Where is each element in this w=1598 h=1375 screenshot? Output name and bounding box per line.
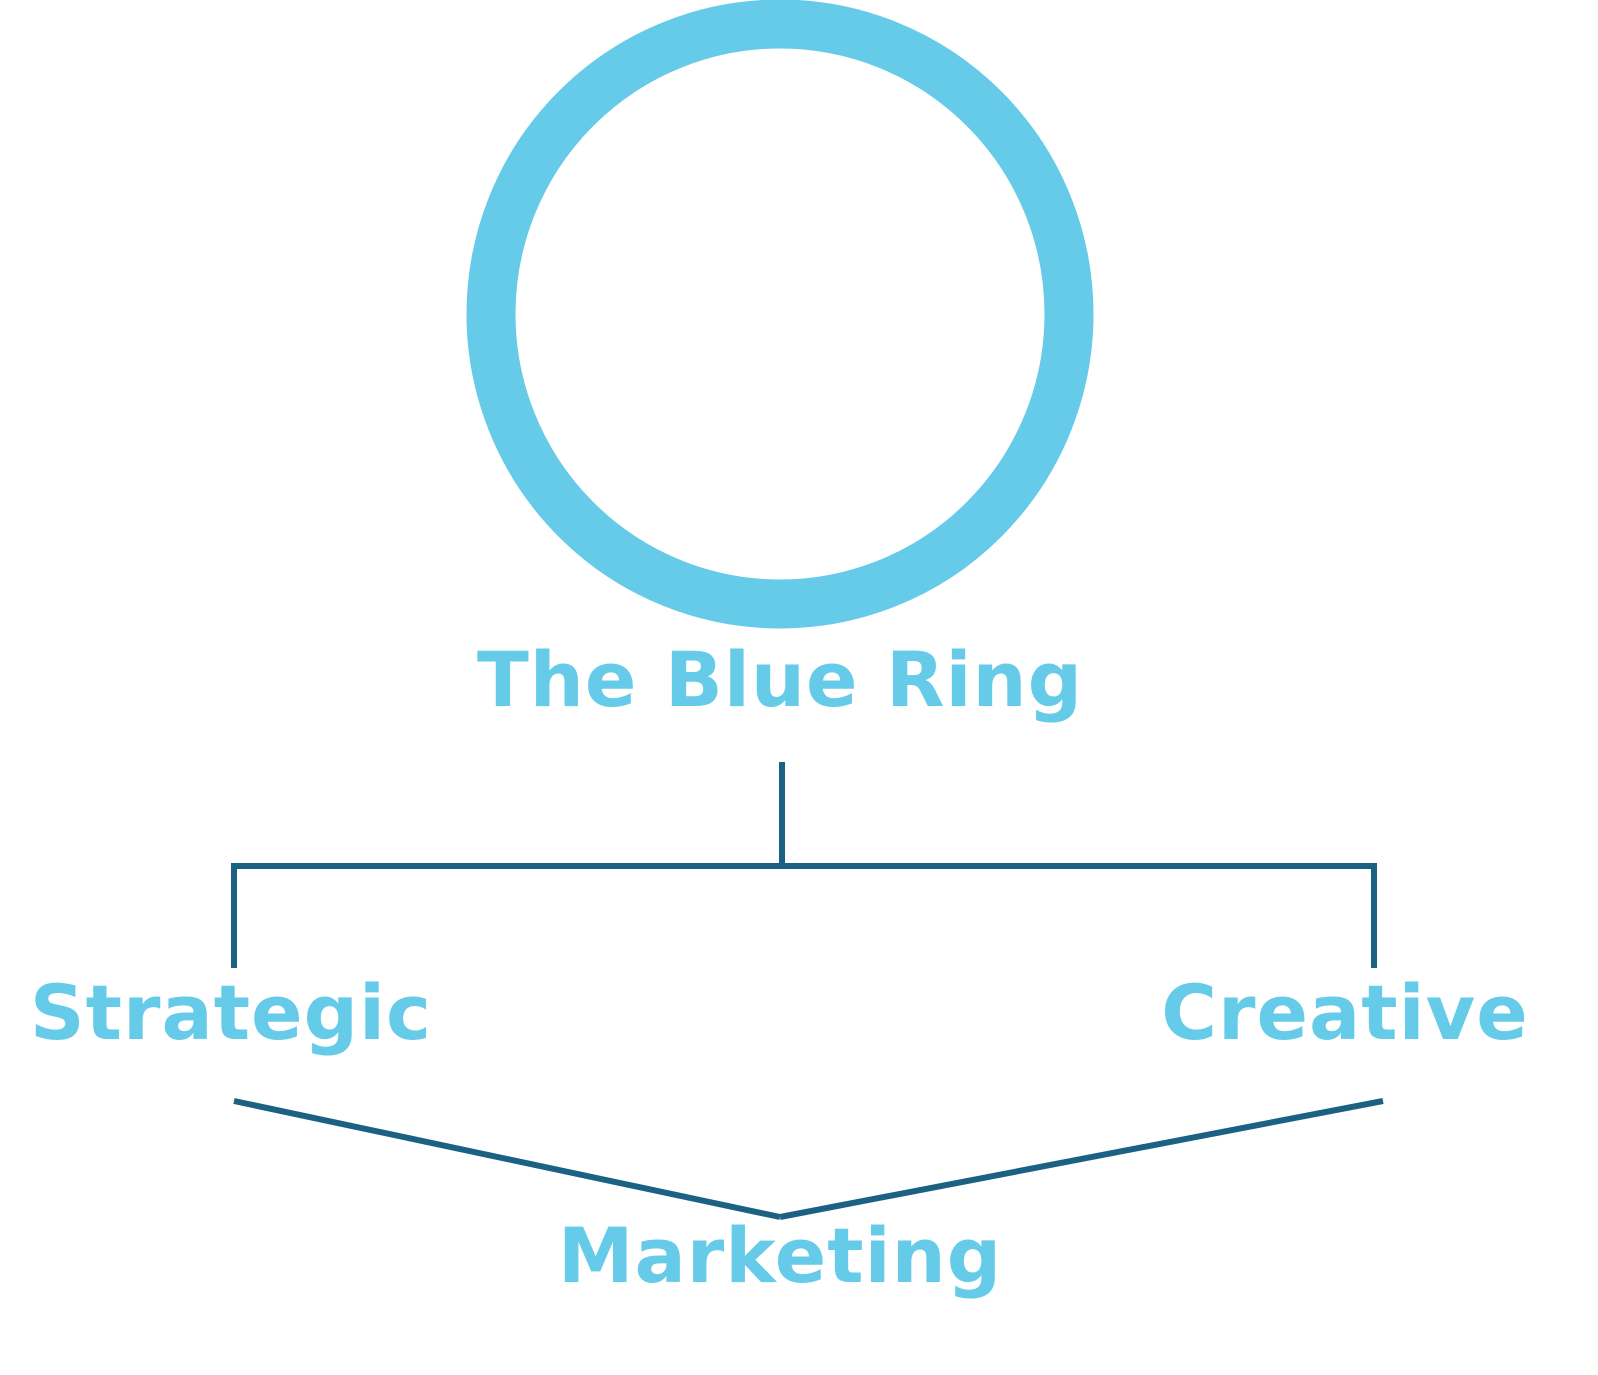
node-label-strategic: Strategic xyxy=(29,968,433,1057)
merge-connector xyxy=(233,1098,1384,1220)
node-label-marketing: Marketing xyxy=(557,1211,1003,1300)
node-label-creative: Creative xyxy=(1161,968,1529,1057)
blue-ring xyxy=(466,0,1094,629)
tree-connector xyxy=(231,762,1377,968)
connector-branch-bar xyxy=(231,863,1377,968)
node-label-root: The Blue Ring xyxy=(476,635,1084,724)
connector-right-to-bottom xyxy=(779,1098,1384,1220)
connector-left-to-bottom xyxy=(233,1098,781,1220)
